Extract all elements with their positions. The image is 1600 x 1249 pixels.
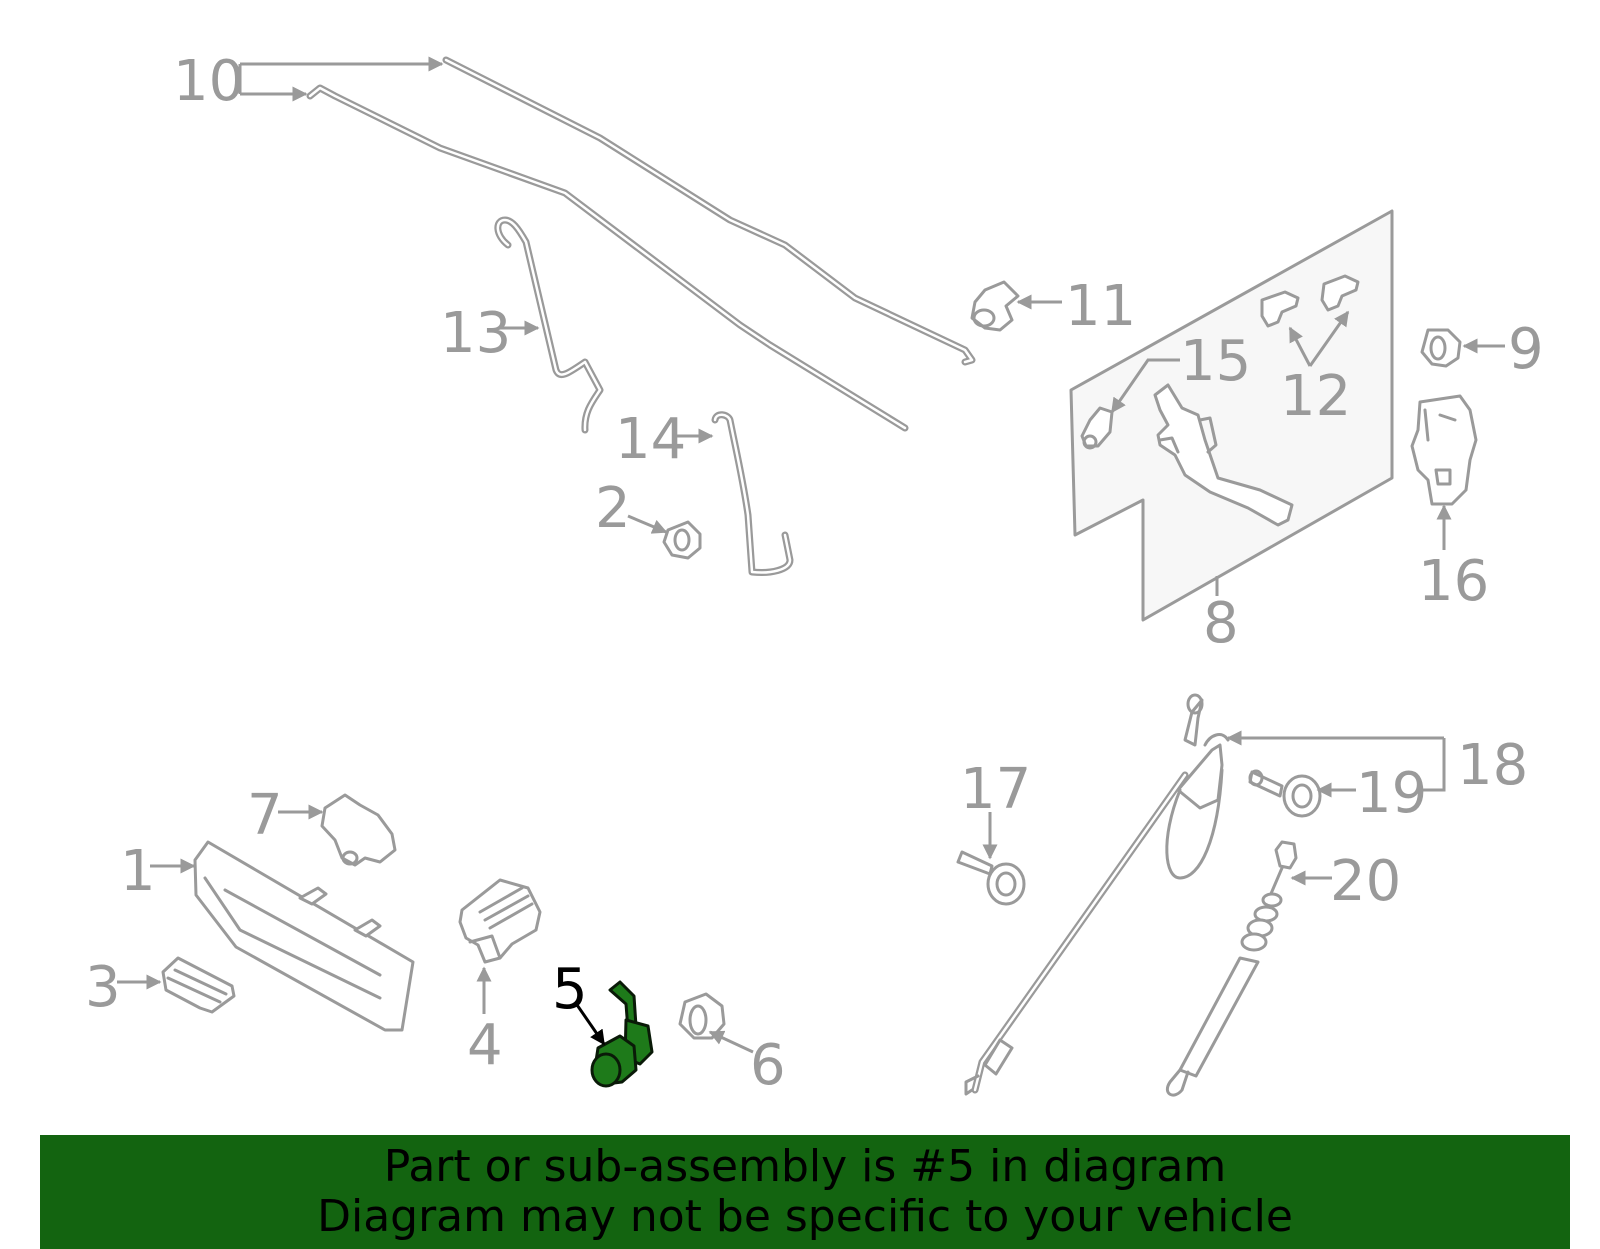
callout-12-leader bbox=[1288, 326, 1312, 367]
callout-19: 19 bbox=[1356, 761, 1427, 826]
callout-5: 5 bbox=[552, 957, 588, 1022]
part-10-rods bbox=[306, 56, 976, 432]
callout-18: 18 bbox=[1457, 733, 1528, 798]
part-6-nut bbox=[678, 992, 726, 1040]
callout-7: 7 bbox=[247, 783, 283, 848]
part-14-rod bbox=[711, 411, 794, 576]
callout-3: 3 bbox=[85, 955, 121, 1020]
part-4-bracket bbox=[458, 878, 542, 964]
callout-18-leader bbox=[1232, 736, 1446, 792]
part-3-switch bbox=[161, 956, 236, 1014]
part-19-bolt bbox=[1248, 769, 1322, 818]
callout-12: 12 bbox=[1280, 364, 1351, 429]
callout-5-leader bbox=[573, 1001, 606, 1046]
part-17-bolt bbox=[956, 850, 1026, 906]
callout-4: 4 bbox=[467, 1013, 503, 1078]
callout-16: 16 bbox=[1418, 549, 1489, 614]
callout-6-leader bbox=[708, 1030, 754, 1054]
banner-line-1: Part or sub-assembly is #5 in diagram bbox=[383, 1141, 1227, 1192]
callout-2: 2 bbox=[595, 476, 631, 541]
callout-1: 1 bbox=[120, 839, 156, 904]
part-7-clip bbox=[320, 793, 397, 867]
callout-20: 20 bbox=[1330, 849, 1401, 914]
callout-15-leader bbox=[1110, 358, 1180, 414]
part-1-handle bbox=[193, 840, 415, 1032]
callout-15: 15 bbox=[1180, 329, 1251, 394]
callout-10: 10 bbox=[173, 49, 244, 114]
callout-8: 8 bbox=[1203, 591, 1239, 656]
callout-14: 14 bbox=[615, 407, 686, 472]
callout-2-leader bbox=[627, 514, 668, 534]
callout-17: 17 bbox=[960, 757, 1031, 822]
part-20-strut bbox=[1165, 840, 1298, 1097]
callout-9: 9 bbox=[1508, 317, 1544, 382]
part-8-panel bbox=[1069, 209, 1394, 622]
part-5-lock-cylinder bbox=[590, 980, 654, 1088]
part-16-bracket bbox=[1410, 394, 1478, 506]
part-11-clip bbox=[970, 280, 1020, 332]
part-9-nut bbox=[1420, 328, 1462, 368]
banner-line-2: Diagram may not be specific to your vehi… bbox=[317, 1191, 1293, 1242]
callout-11: 11 bbox=[1065, 274, 1136, 339]
hinge-bracket bbox=[1153, 383, 1294, 527]
info-banner: Part or sub-assembly is #5 in diagram Di… bbox=[40, 1135, 1570, 1249]
part-15-clip bbox=[1080, 406, 1114, 450]
part-2-nut bbox=[662, 520, 702, 560]
callout-6: 6 bbox=[750, 1033, 786, 1098]
part-13-rod bbox=[494, 216, 604, 434]
callout-13: 13 bbox=[440, 301, 511, 366]
part-12-clips bbox=[1260, 274, 1360, 328]
callout-10-leader bbox=[238, 56, 444, 102]
part-18-cable bbox=[964, 693, 1230, 1096]
